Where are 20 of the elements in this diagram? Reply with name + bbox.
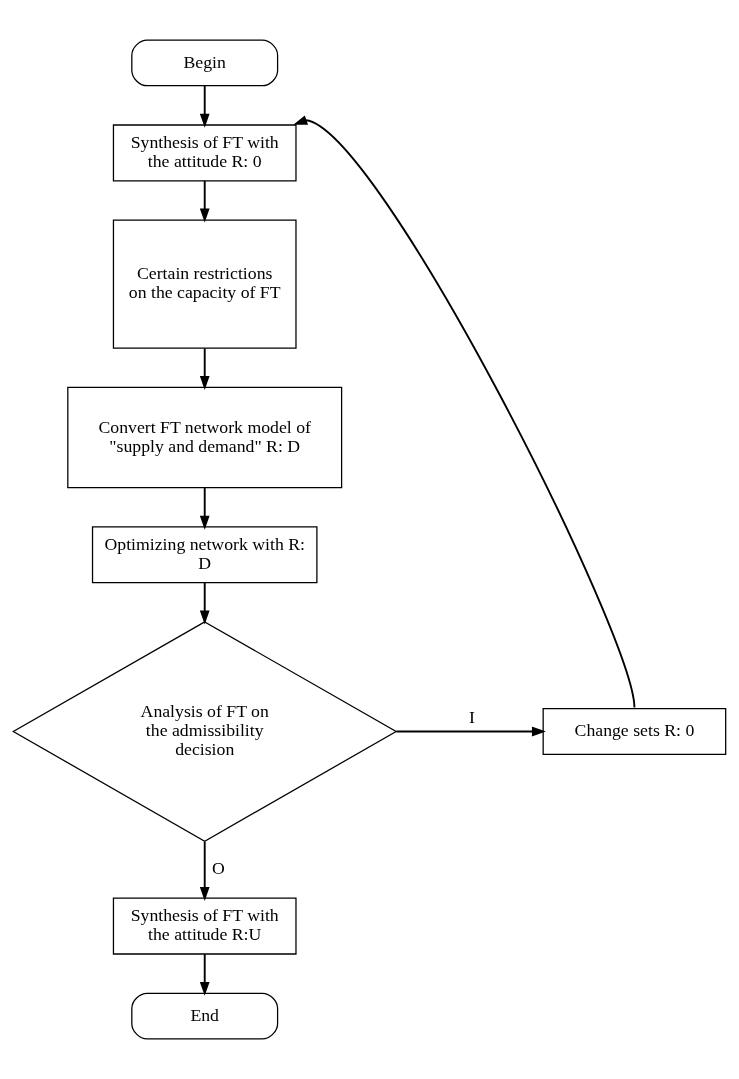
arrow [293, 115, 636, 709]
node-box: End [131, 992, 279, 1040]
node-box: Begin [131, 39, 279, 87]
arrow [199, 347, 210, 390]
edge-label: O [211, 858, 225, 879]
node-box: Certain restrictions on the capacity of FT [112, 219, 297, 349]
arrow [199, 84, 210, 128]
arrow [199, 953, 210, 996]
arrow [199, 581, 210, 625]
edge-label: I [468, 706, 475, 727]
node-box: Synthesis of FT with the attitude R: 0 [112, 124, 297, 182]
arrow [199, 840, 210, 901]
node-box: Synthesis of FT with the attitude R:U [112, 897, 297, 955]
node-box: Convert FT network model of "supply and demand" R: D [67, 386, 343, 489]
arrow [199, 486, 210, 530]
arrow [199, 179, 210, 223]
arrow [395, 726, 546, 737]
node-box: Optimizing network with R: D [91, 526, 318, 584]
node-diamond: Analysis of FT on the admissibility decision [12, 621, 398, 842]
node-box: Change sets R: 0 [542, 708, 727, 755]
